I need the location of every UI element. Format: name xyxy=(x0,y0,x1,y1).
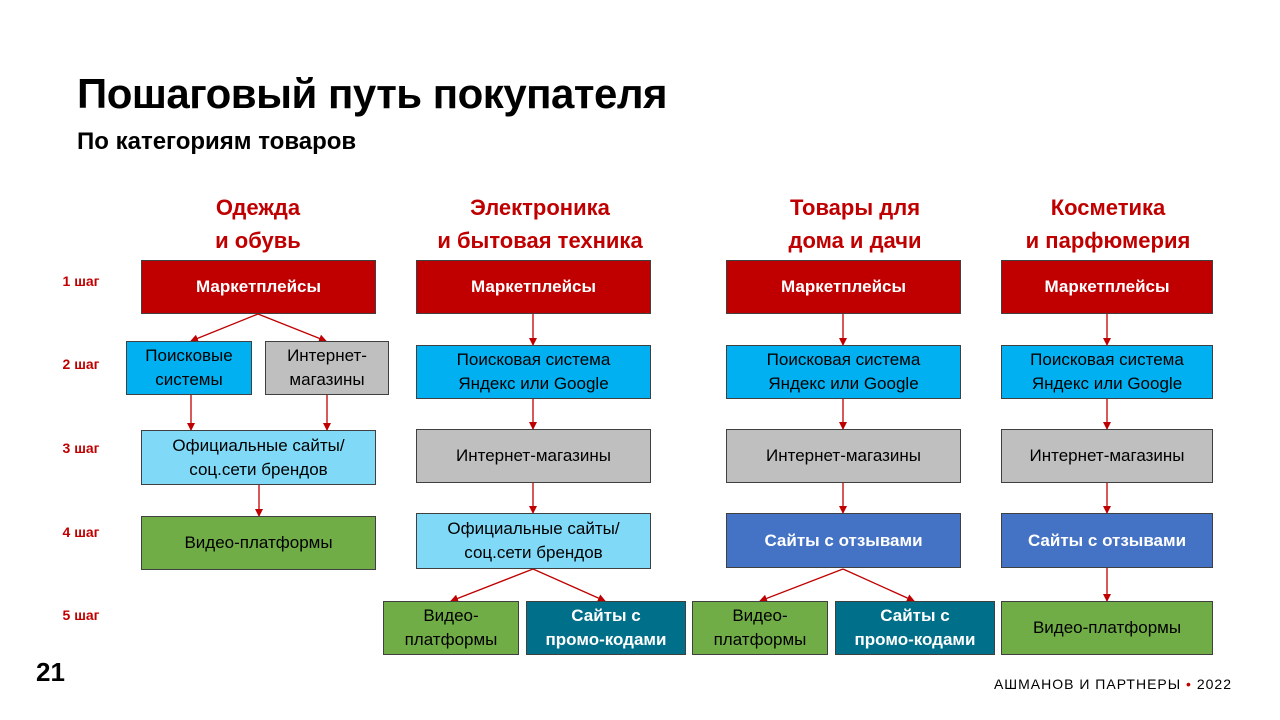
arrow-c3-s4-s5a xyxy=(759,568,844,603)
category-clothing: Одежда и обувь xyxy=(215,195,301,253)
c3-step4-review-sites: Сайты с отзывами xyxy=(726,513,961,568)
brand-dot: • xyxy=(1186,676,1192,692)
c3-step5-video-platforms: Видео- платформы xyxy=(692,601,828,655)
c3-step5-promo-code-sites: Сайты с промо-кодами xyxy=(835,601,995,655)
page-title: Пошаговый путь покупателя xyxy=(77,70,668,117)
c4-step1-marketplaces: Маркетплейсы xyxy=(1001,260,1213,314)
arrow-c3-s4-s5b xyxy=(842,568,915,602)
category-cosmetics: Косметика и парфюмерия xyxy=(1025,195,1191,253)
c2-step4-official-sites: Официальные сайты/ соц.сети брендов xyxy=(416,513,651,569)
c1-step3-official-sites: Официальные сайты/ соц.сети брендов xyxy=(141,430,376,485)
c3-step2-search-engine: Поисковая система Яндекс или Google xyxy=(726,345,961,399)
c3-step3-online-stores: Интернет-магазины xyxy=(726,429,961,483)
c1-step4-video-platforms: Видео-платформы xyxy=(141,516,376,570)
c4-step3-online-stores: Интернет-магазины xyxy=(1001,429,1213,483)
c1-step1-marketplaces: Маркетплейсы xyxy=(141,260,376,314)
c4-step5-video-platforms: Видео-платформы xyxy=(1001,601,1213,655)
step-label-4: 4 шаг xyxy=(62,524,100,540)
c4-step4-review-sites: Сайты с отзывами xyxy=(1001,513,1213,568)
c4-step2-search-engine: Поисковая система Яндекс или Google xyxy=(1001,345,1213,399)
brand-year: 2022 xyxy=(1196,676,1232,692)
page-subtitle: По категориям товаров xyxy=(77,128,357,155)
step-label-2: 2 шаг xyxy=(62,356,100,372)
arrow-c2-s4-s5a xyxy=(450,568,534,603)
step-label-3: 3 шаг xyxy=(62,440,100,456)
c2-step1-marketplaces: Маркетплейсы xyxy=(416,260,651,314)
step-label-1: 1 шаг xyxy=(62,273,100,289)
category-home-garden: Товары для дома и дачи xyxy=(788,195,922,253)
step-label-5: 5 шаг xyxy=(62,607,100,623)
c1-step2-online-stores: Интернет- магазины xyxy=(265,341,389,395)
brand-name: АШМАНОВ И ПАРТНЕРЫ xyxy=(993,676,1182,692)
c3-step1-marketplaces: Маркетплейсы xyxy=(726,260,961,314)
c2-step5-video-platforms: Видео- платформы xyxy=(383,601,519,655)
c2-step2-search-engine: Поисковая система Яндекс или Google xyxy=(416,345,651,399)
page-number: 21 xyxy=(36,657,65,687)
c2-step5-promo-code-sites: Сайты с промо-кодами xyxy=(526,601,686,655)
arrow-c1-s1-s2b xyxy=(257,313,327,343)
c1-step2-search-systems: Поисковые системы xyxy=(126,341,252,395)
c2-step3-online-stores: Интернет-магазины xyxy=(416,429,651,483)
arrow-c2-s4-s5b xyxy=(532,568,606,602)
arrow-c1-s1-s2a xyxy=(190,313,259,343)
category-electronics: Электроника и бытовая техника xyxy=(437,195,643,253)
brand-logo: АШМАНОВ И ПАРТНЕРЫ • 2022 xyxy=(994,676,1232,692)
